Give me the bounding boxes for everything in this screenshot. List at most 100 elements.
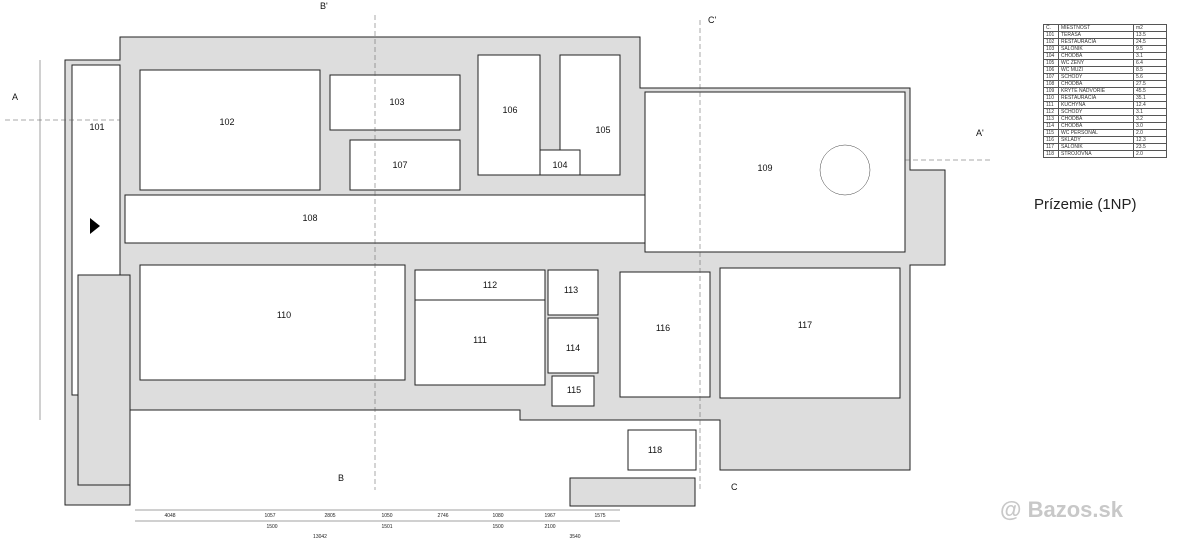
- legend-cell: SCHODY: [1058, 108, 1134, 116]
- section-c-prime: C': [708, 15, 716, 25]
- legend-cell: CHODBA: [1058, 122, 1134, 130]
- dim: 2746: [437, 513, 448, 519]
- room-112: [414, 269, 546, 301]
- label-113: 113: [564, 285, 578, 295]
- room-113: [547, 269, 599, 316]
- label-108: 108: [302, 213, 317, 223]
- label-105: 105: [595, 125, 610, 135]
- label-111: 111: [473, 335, 487, 345]
- legend-cell: 6.4: [1133, 59, 1167, 67]
- legend-cell: 107: [1043, 73, 1059, 81]
- legend-cell: 24.5: [1133, 38, 1167, 46]
- dimensions: 4048 1057 2805 1050 2746 1080 1967 1575 …: [164, 513, 605, 540]
- label-115: 115: [567, 385, 581, 395]
- stairs-west: [77, 274, 131, 486]
- dim: 2100: [544, 524, 555, 530]
- label-114: 114: [566, 343, 580, 353]
- label-104: 104: [552, 160, 567, 170]
- entrance-arrow-icon: [90, 218, 100, 234]
- legend-cell: WC MUŽI: [1058, 66, 1134, 74]
- legend-cell: 108: [1043, 80, 1059, 88]
- room-106: [477, 54, 541, 176]
- section-b: B: [338, 473, 344, 483]
- legend-cell: SALÓNIK: [1058, 143, 1134, 151]
- room-107: [349, 139, 461, 191]
- legend-cell: 117: [1043, 143, 1059, 151]
- section-marks: A A' B B' C C': [12, 1, 984, 492]
- room-118: [627, 429, 697, 471]
- legend-cell: 35.1: [1133, 94, 1167, 102]
- section-a: A: [12, 92, 18, 102]
- legend-cell: 105: [1043, 59, 1059, 67]
- legend-cell: 109: [1043, 87, 1059, 95]
- dim: 1080: [492, 513, 503, 519]
- legend-cell: 112: [1043, 108, 1059, 116]
- legend-cell: 103: [1043, 45, 1059, 53]
- legend-cell: 104: [1043, 52, 1059, 60]
- section-c: C: [731, 482, 738, 492]
- room-labels: 101 102 103 104 105 106 107 108 109 110 …: [89, 97, 812, 455]
- legend-cell: STROJOVŇA: [1058, 150, 1134, 158]
- floor-plan: 101 102 103 104 105 106 107 108 109 110 …: [5, 1, 990, 540]
- legend-cell: TERASA: [1058, 31, 1134, 39]
- legend-cell: 3.0: [1133, 122, 1167, 130]
- dim: 1501: [381, 524, 392, 530]
- legend-cell: 3.2: [1133, 115, 1167, 123]
- legend-cell: REŠTAURÁCIA: [1058, 38, 1134, 46]
- legend-cell: 27.5: [1133, 80, 1167, 88]
- room-115: [551, 375, 595, 407]
- label-103: 103: [389, 97, 404, 107]
- legend-cell: 12.4: [1133, 101, 1167, 109]
- room-111: [414, 299, 546, 386]
- legend-cell: 3.1: [1133, 108, 1167, 116]
- label-107: 107: [392, 160, 407, 170]
- label-106: 106: [502, 105, 517, 115]
- dim: 1967: [544, 513, 555, 519]
- dim: 1050: [381, 513, 392, 519]
- legend-cell: 23.5: [1133, 143, 1167, 151]
- room-104: [539, 149, 581, 176]
- legend-cell: CHODBA: [1058, 80, 1134, 88]
- legend-cell: CHODBA: [1058, 115, 1134, 123]
- legend-cell: 115: [1043, 129, 1059, 137]
- dim: 2805: [324, 513, 335, 519]
- dim: 1500: [492, 524, 503, 530]
- legend-cell: 2.0: [1133, 150, 1167, 158]
- watermark: @ Bazos.sk: [1000, 497, 1123, 522]
- legend-cell: 13.5: [1133, 31, 1167, 39]
- legend-cell: 106: [1043, 66, 1059, 74]
- legend-cell: WC PERSONÁL: [1058, 129, 1134, 137]
- legend-cell: 116: [1043, 136, 1059, 144]
- dim: 4048: [164, 513, 175, 519]
- legend-cell: 118: [1043, 150, 1059, 158]
- legend-cell: CHODBA: [1058, 52, 1134, 60]
- legend-cell: 111: [1043, 101, 1059, 109]
- room-109: [644, 91, 906, 253]
- legend-cell: 113: [1043, 115, 1059, 123]
- label-117: 117: [798, 320, 812, 330]
- label-102: 102: [219, 117, 234, 127]
- label-116: 116: [656, 323, 670, 333]
- dim: 1057: [264, 513, 275, 519]
- label-110: 110: [277, 310, 291, 320]
- legend-cell: 12.3: [1133, 136, 1167, 144]
- legend-cell: 5.6: [1133, 73, 1167, 81]
- room-103: [329, 74, 461, 131]
